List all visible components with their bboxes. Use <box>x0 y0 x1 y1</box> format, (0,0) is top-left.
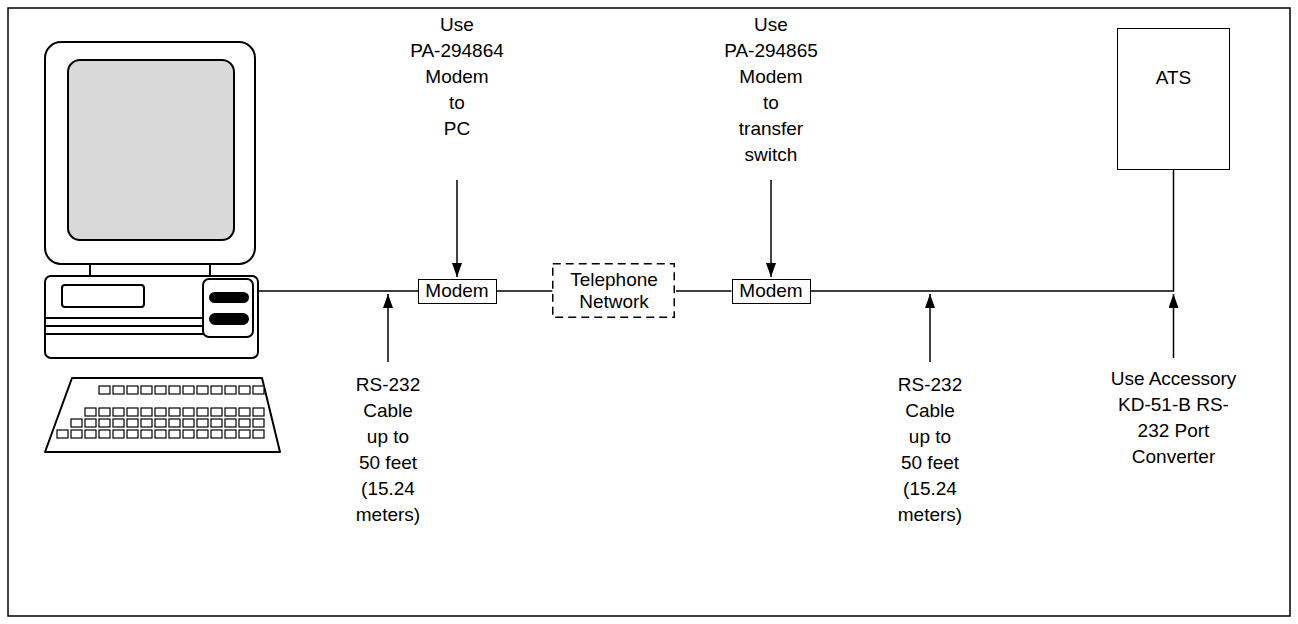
system-unit <box>45 276 258 358</box>
computer-illustration <box>45 42 280 452</box>
node-label: Modem <box>425 280 488 302</box>
callout-label: Use PA-294864 Modem to PC <box>405 12 509 142</box>
label-slot: RS-232 Cable up to 50 feet (15.24 meters… <box>897 372 963 528</box>
modem-box: Modem <box>732 279 811 304</box>
label-slot: Use PA-294864 Modem to PC <box>405 12 509 142</box>
connector-line <box>811 170 1174 291</box>
disk-slot <box>210 293 248 302</box>
callout-label: RS-232 Cable up to 50 feet (15.24 meters… <box>355 372 421 528</box>
callout-label: RS-232 Cable up to 50 feet (15.24 meters… <box>897 372 963 528</box>
node-label: ATS <box>1156 67 1192 89</box>
key-row <box>84 407 266 418</box>
case-line <box>46 325 203 327</box>
leader-arrow <box>770 180 772 277</box>
connector-line <box>676 290 732 292</box>
case-line <box>46 317 203 319</box>
leader-arrow <box>456 180 458 277</box>
label-slot: Use Accessory KD-51-B RS-232 Port Conver… <box>1109 366 1239 470</box>
node-label: Modem <box>739 280 802 302</box>
monitor-screen <box>68 60 234 240</box>
connector-line <box>497 290 553 292</box>
label-slot: Use PA-294865 Modem to transfer switch <box>719 12 823 168</box>
keyboard-outline <box>45 378 280 452</box>
monitor-housing <box>45 42 255 264</box>
ats-box: ATS <box>1117 28 1230 170</box>
key-row <box>70 418 266 429</box>
key-row <box>98 385 266 396</box>
callout-label: Use PA-294865 Modem to transfer switch <box>719 12 823 168</box>
modem-box: Modem <box>418 279 497 304</box>
leader-arrow <box>387 294 389 362</box>
label-slot: RS-232 Cable up to 50 feet (15.24 meters… <box>355 372 421 528</box>
leader-arrows <box>388 180 1174 362</box>
key-row <box>56 429 266 440</box>
figure-frame <box>8 8 1290 616</box>
node-label: Telephone Network <box>562 269 666 313</box>
disk-slot <box>210 314 248 324</box>
leader-arrow <box>929 294 931 362</box>
drive-slot <box>62 285 144 307</box>
callout-label: Use Accessory KD-51-B RS-232 Port Conver… <box>1109 366 1239 470</box>
drive-panel <box>203 279 253 337</box>
pc-cable-line <box>258 290 424 292</box>
monitor-stand <box>90 264 210 276</box>
dashed-border <box>553 264 675 318</box>
leader-arrow <box>1173 294 1175 358</box>
network-box: Telephone Network <box>553 264 676 319</box>
case-line <box>46 333 203 335</box>
